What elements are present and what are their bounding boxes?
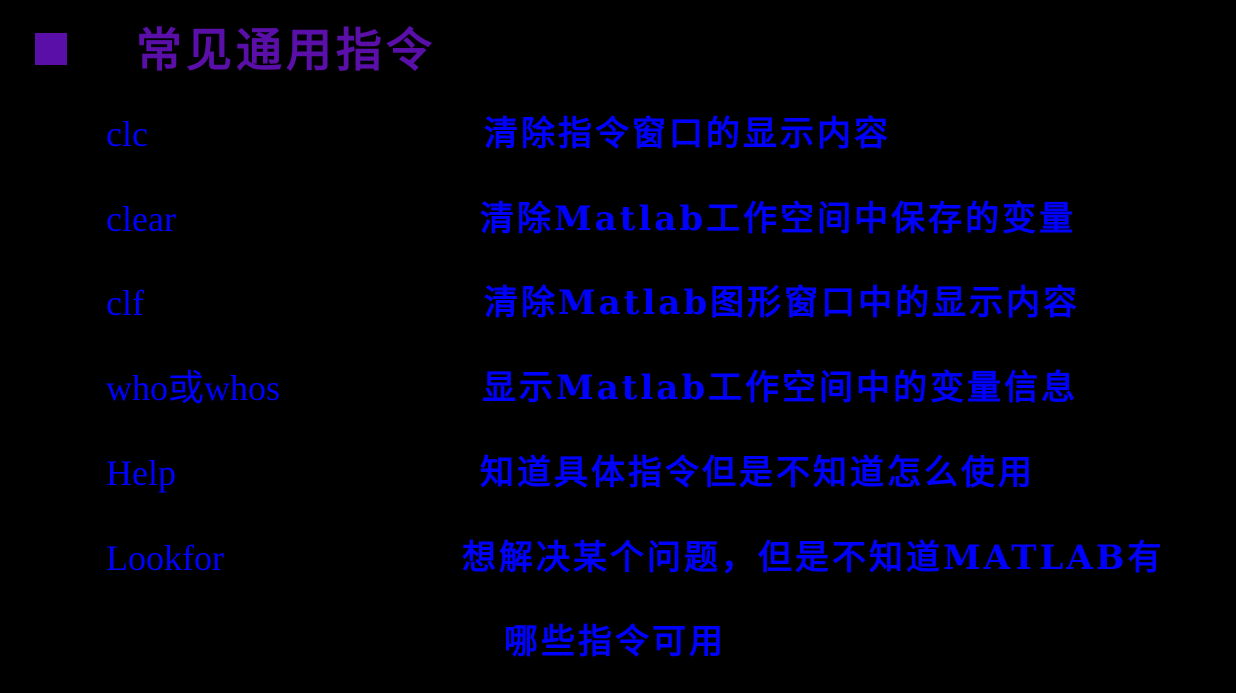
command-description: 知道具体指令但是不知道怎么使用 xyxy=(480,453,1035,493)
command-description: 显示Matlab工作空间中的变量信息 xyxy=(482,368,1079,408)
command-row: who或whos 显示Matlab工作空间中的变量信息 xyxy=(0,358,1236,418)
command-row: Lookfor 想解决某个问题，但是不知道MATLAB有 xyxy=(0,528,1236,588)
command-description: 清除Matlab工作空间中保存的变量 xyxy=(480,199,1077,239)
command-row: clear 清除Matlab工作空间中保存的变量 xyxy=(0,189,1236,249)
command-name: clf xyxy=(106,283,144,323)
bullet-square-icon xyxy=(35,33,67,65)
command-description-continued: 哪些指令可用 xyxy=(504,622,726,662)
command-name: Lookfor xyxy=(106,538,224,578)
command-name: clc xyxy=(106,114,148,154)
command-row: clf 清除Matlab图形窗口中的显示内容 xyxy=(0,273,1236,333)
command-row: Help 知道具体指令但是不知道怎么使用 xyxy=(0,443,1236,503)
command-name: who或whos xyxy=(106,368,281,408)
slide-title: 常见通用指令 xyxy=(136,23,436,77)
command-row: clc 清除指令窗口的显示内容 xyxy=(0,104,1236,164)
command-name: clear xyxy=(106,199,176,239)
command-name: Help xyxy=(106,453,176,493)
command-description: 清除Matlab图形窗口中的显示内容 xyxy=(484,283,1081,323)
command-description: 清除指令窗口的显示内容 xyxy=(484,114,891,154)
command-description: 想解决某个问题，但是不知道MATLAB有 xyxy=(462,538,1165,578)
